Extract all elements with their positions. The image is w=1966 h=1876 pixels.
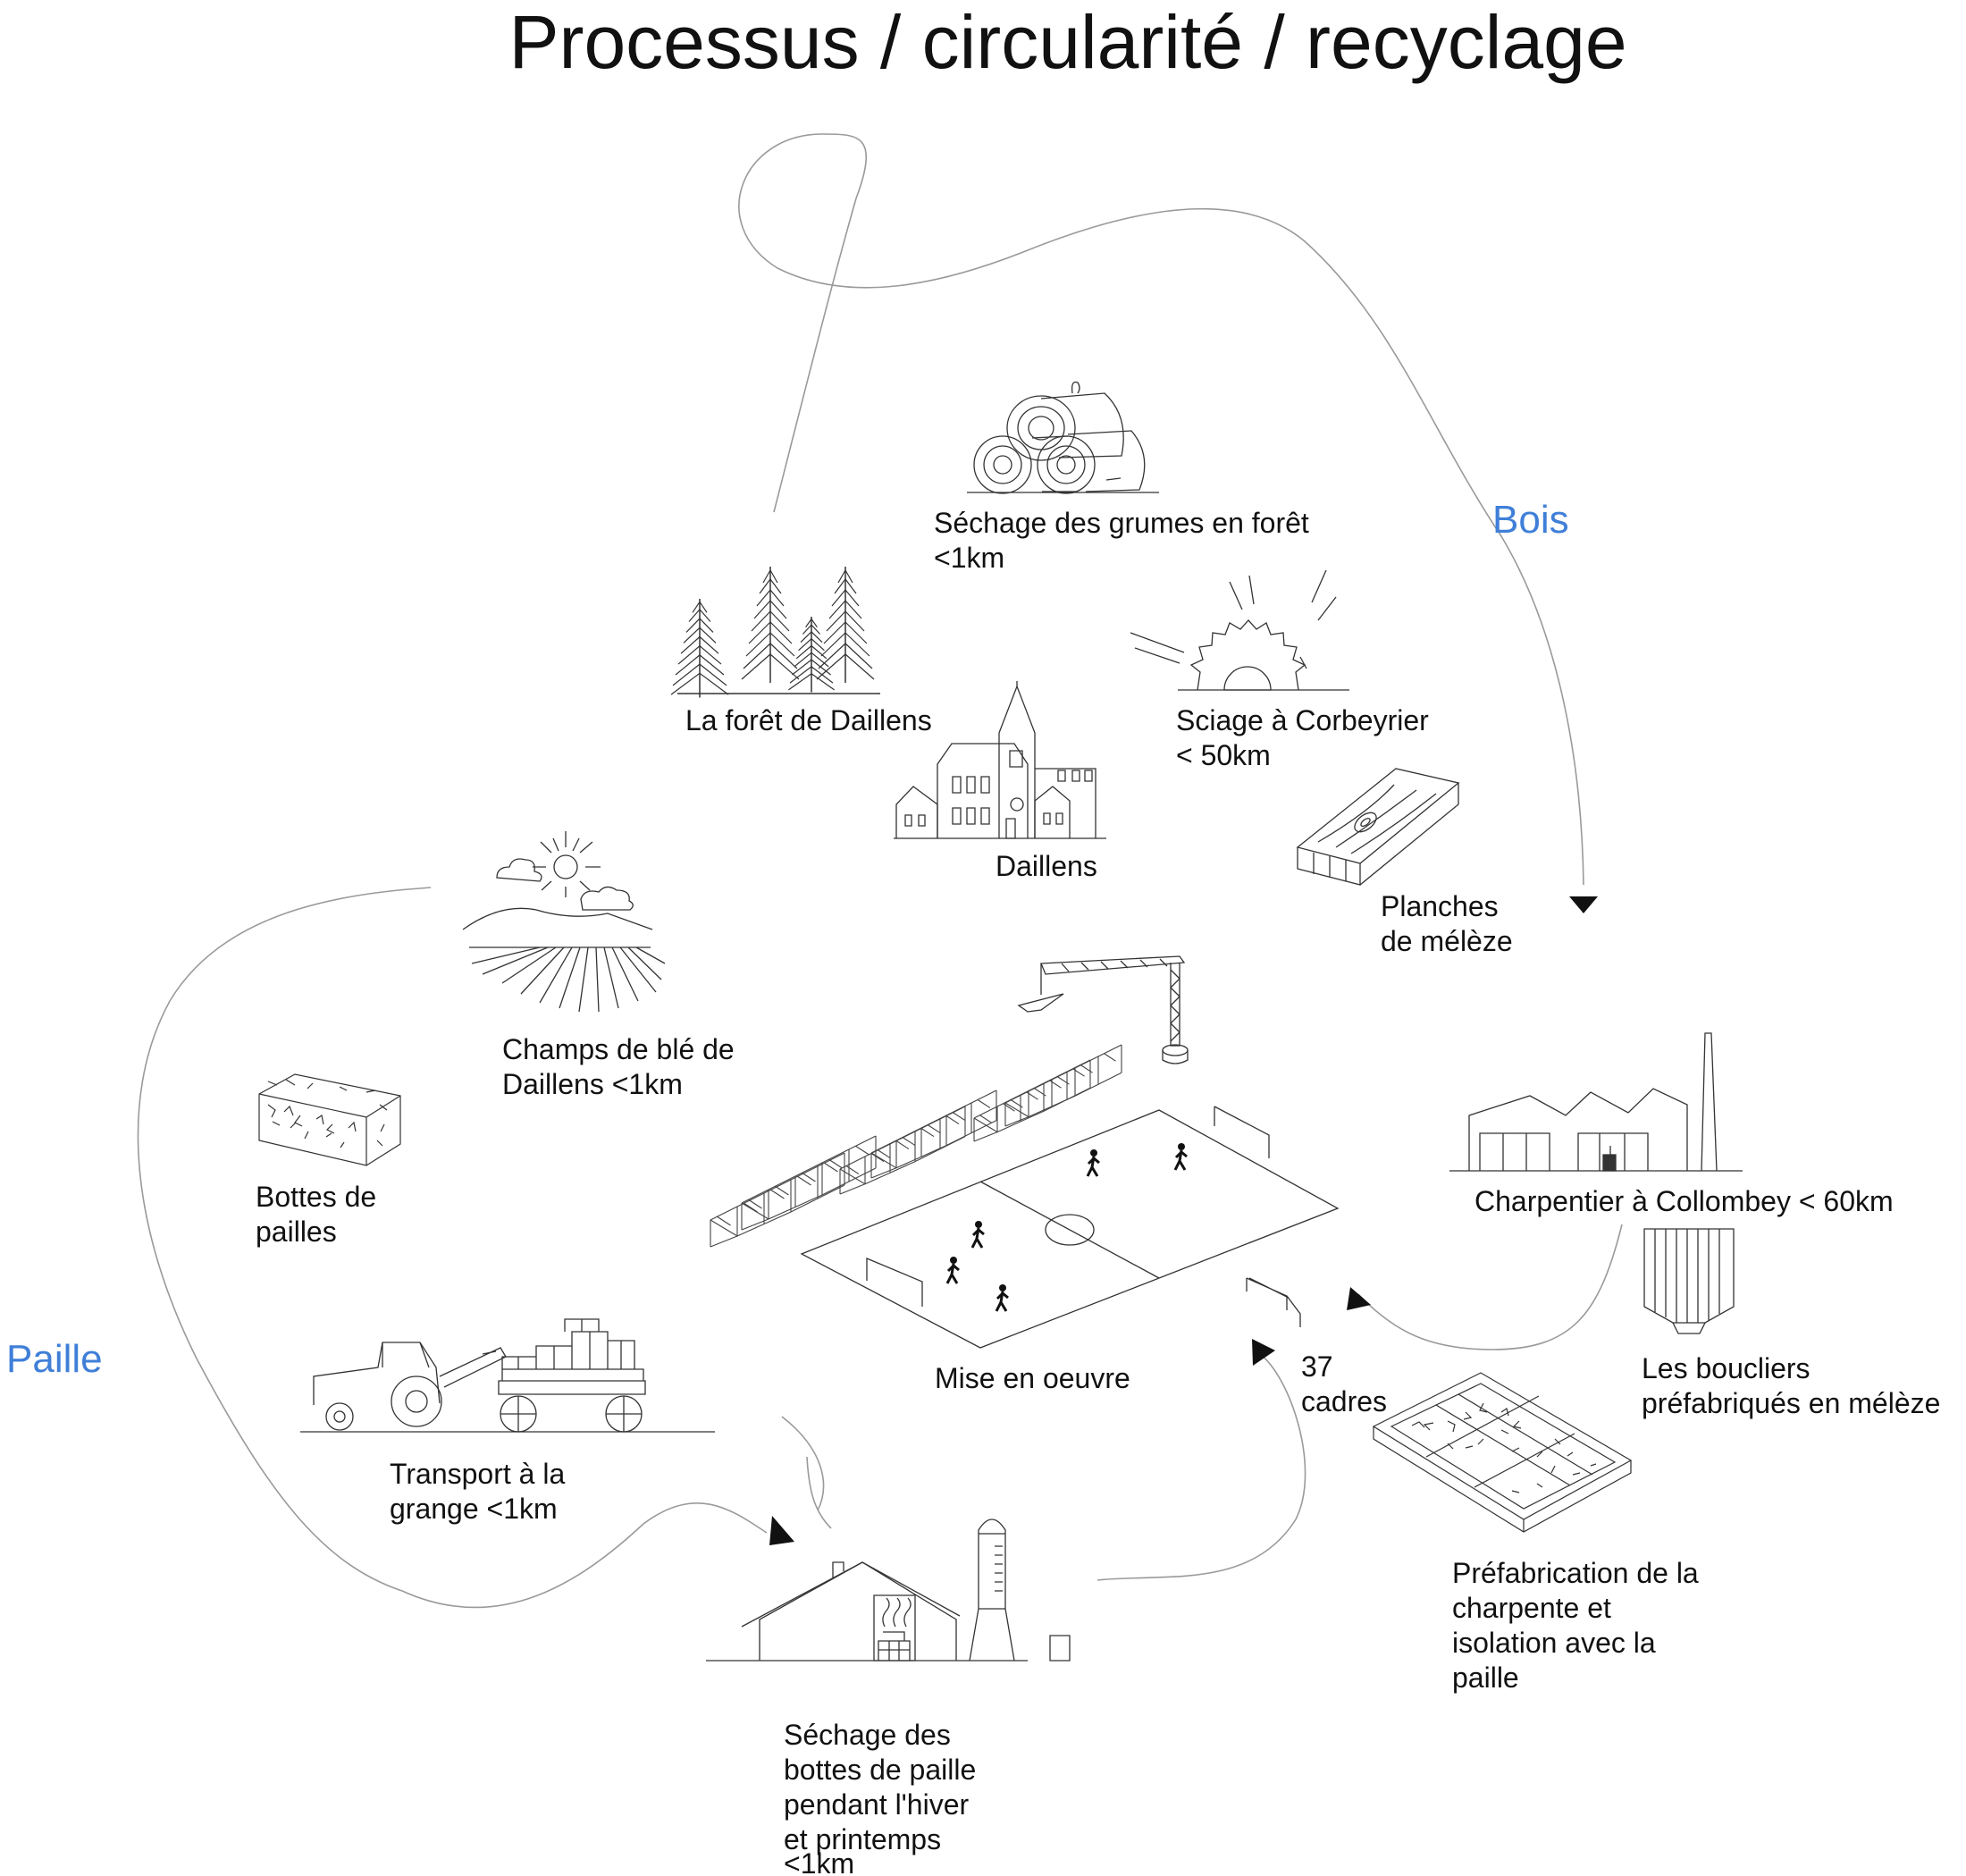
label-charpentier: Charpentier à Collombey < 60km <box>1474 1185 1894 1217</box>
label-sechage-bottes-5: <1km <box>784 1847 854 1876</box>
label-bottes-1: Bottes de <box>256 1181 376 1213</box>
shield-panel-illustration <box>1644 1229 1734 1333</box>
label-planches-2: de mélèze <box>1381 925 1513 957</box>
label-mise-en-oeuvre: Mise en oeuvre <box>935 1362 1130 1394</box>
label-sechage-grumes-1: Séchage des grumes en forêt <box>934 507 1309 539</box>
village-illustration <box>894 681 1106 838</box>
label-prefabrication-3: isolation avec la <box>1452 1627 1656 1659</box>
step-labels: Séchage des grumes en forêt <1km La forê… <box>256 507 1940 1876</box>
tractor-illustration <box>300 1319 715 1432</box>
label-sechage-bottes-3: pendant l'hiver <box>784 1788 969 1821</box>
label-sciage-2: < 50km <box>1176 739 1271 771</box>
barn-illustration <box>706 1519 1070 1661</box>
steam-lines <box>782 1417 831 1528</box>
label-champs-1: Champs de blé de <box>502 1033 735 1065</box>
label-cadres-1: 37 <box>1301 1350 1333 1383</box>
factory-illustration <box>1449 1033 1743 1171</box>
forest-illustration <box>670 566 880 699</box>
label-foret: La forêt de Daillens <box>685 704 932 736</box>
label-sechage-bottes-4: et printemps <box>784 1823 941 1855</box>
logs-illustration <box>967 383 1159 494</box>
category-paille: Paille <box>6 1337 103 1381</box>
label-boucliers-1: Les boucliers <box>1642 1352 1811 1384</box>
label-bottes-2: pailles <box>256 1216 337 1248</box>
arrow-head-paille <box>769 1516 794 1545</box>
label-prefabrication-1: Préfabrication de la <box>1452 1557 1699 1589</box>
straw-bale-illustration <box>259 1074 400 1165</box>
label-daillens: Daillens <box>996 850 1097 882</box>
label-sechage-grumes-2: <1km <box>934 542 1004 574</box>
label-transport-2: grange <1km <box>390 1493 558 1525</box>
label-sechage-bottes-2: bottes de paille <box>784 1754 976 1786</box>
arrow-head-charpentier <box>1347 1287 1371 1310</box>
prefab-panel-illustration <box>1374 1373 1631 1532</box>
field-illustration <box>463 831 665 1012</box>
bois-loop-line <box>739 134 1584 885</box>
label-boucliers-2: préfabriqués en mélèze <box>1642 1387 1940 1419</box>
title: Processus / circularité / recyclage <box>508 0 1626 84</box>
sechage-to-cadres-line <box>1097 1351 1306 1580</box>
charpentier-to-mise-line <box>1358 1224 1622 1350</box>
saw-illustration <box>1130 570 1349 690</box>
paille-loop-line <box>138 888 767 1608</box>
football-pitch-illustration <box>802 1106 1338 1348</box>
arrow-head-bois <box>1569 896 1598 913</box>
label-prefabrication-4: paille <box>1452 1661 1519 1694</box>
roof-trusses-illustration <box>710 1044 1122 1248</box>
label-champs-2: Daillens <1km <box>502 1068 683 1100</box>
label-prefabrication-2: charpente et <box>1452 1592 1611 1624</box>
label-sechage-bottes-1: Séchage des <box>784 1719 951 1751</box>
plank-illustration <box>1298 769 1458 885</box>
crane-illustration <box>1019 956 1188 1064</box>
label-transport-1: Transport à la <box>390 1458 565 1490</box>
label-sciage-1: Sciage à Corbeyrier <box>1176 704 1429 736</box>
label-cadres-2: cadres <box>1301 1385 1387 1418</box>
players <box>945 1141 1189 1313</box>
flow-lines <box>138 134 1622 1608</box>
category-bois: Bois <box>1492 498 1569 542</box>
label-planches-1: Planches <box>1381 890 1499 922</box>
arrow-head-cadres <box>1252 1339 1275 1366</box>
